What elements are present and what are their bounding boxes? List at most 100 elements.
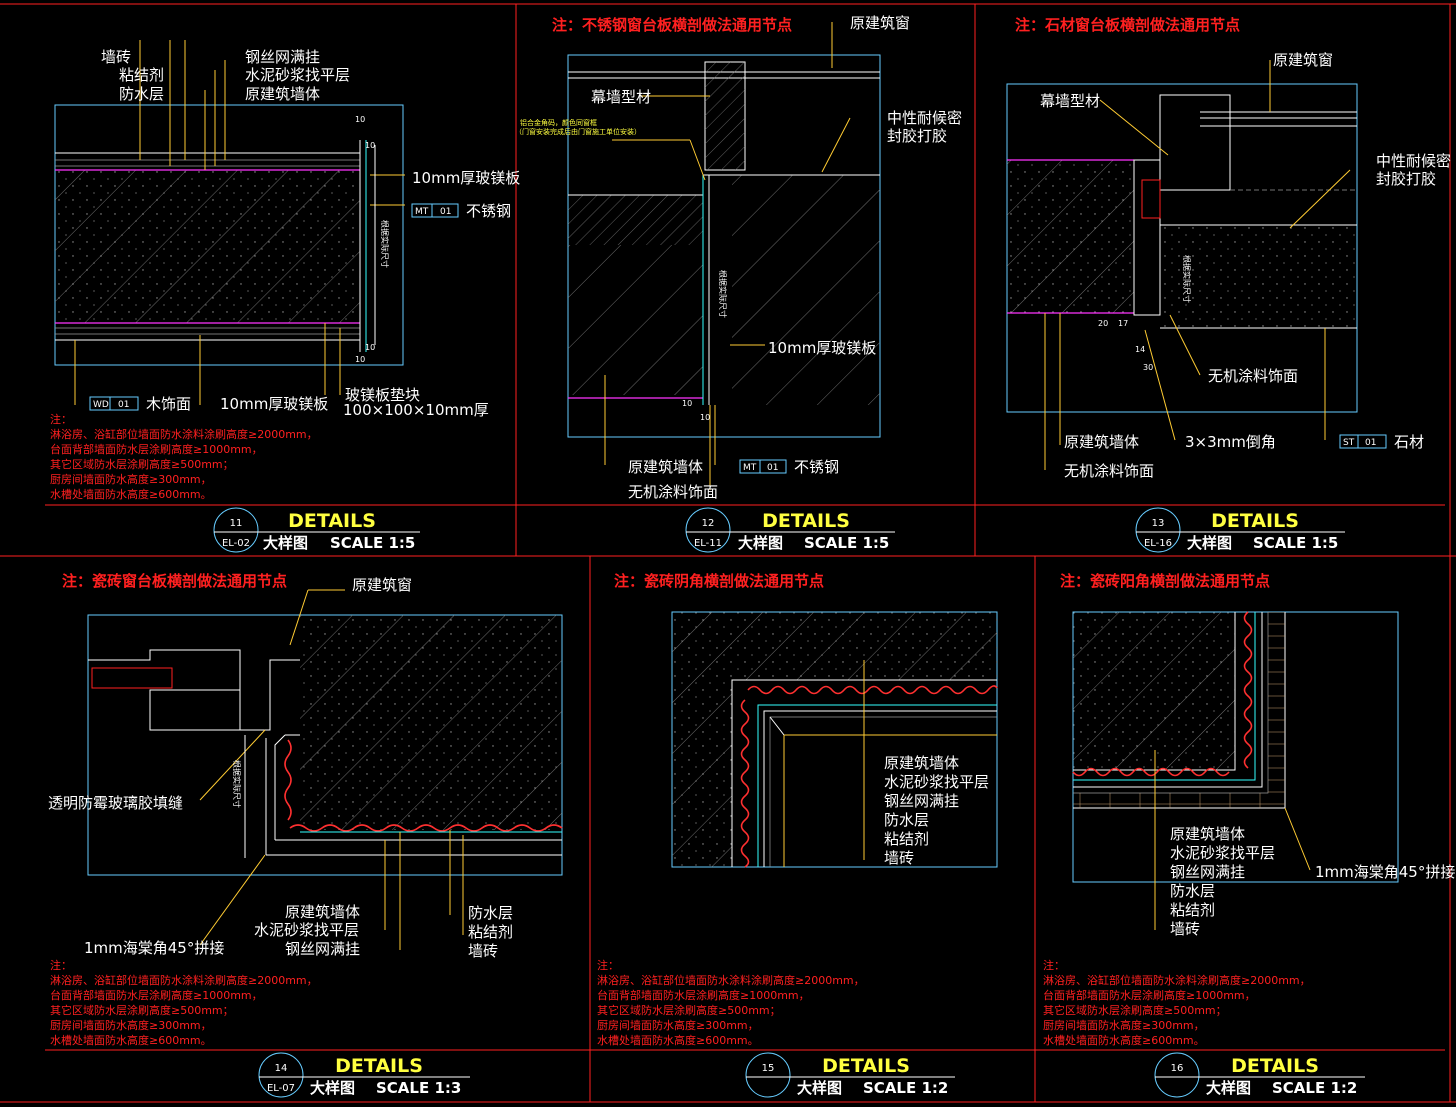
label-1: 原建筑窗 — [1273, 51, 1333, 69]
label-9: 石材 — [1394, 433, 1424, 451]
label-1: 原建筑窗 — [352, 576, 412, 594]
panel-title: 注：瓷砖窗台板横剖做法通用节点 — [62, 572, 287, 590]
dim-2: 10 — [700, 413, 710, 422]
note-line-5: 水槽处墙面防水高度≥600mm。 — [50, 1033, 212, 1047]
title-block: 13 EL-16 DETAILS 大样图 SCALE 1:5 — [1135, 507, 1345, 553]
dim-4: 30 — [1143, 363, 1153, 372]
label-2: 水泥砂浆找平层 — [1170, 844, 1275, 862]
label-3: 钢丝网满挂 — [884, 792, 959, 810]
note-line-3: 其它区域防水层涂刷高度≥500mm； — [597, 1003, 781, 1017]
detail-12: 注：不锈钢窗台板横剖做法通用节点 原建筑窗 幕墙型材 铝合金角码，颜色同窗框 （… — [515, 14, 962, 553]
label-6: 钢丝网满挂 — [285, 940, 360, 958]
small-note-1: 铝合金角码，颜色同窗框 — [520, 118, 597, 127]
label-2: 水泥砂浆找平层 — [884, 773, 989, 791]
note-line-3: 其它区域防水层涂刷高度≥500mm； — [50, 1003, 234, 1017]
detail-ref: EL-02 — [222, 538, 250, 549]
label-8: 不锈钢 — [794, 458, 839, 476]
note-line-5: 水槽处墙面防水高度≥600mm。 — [597, 1033, 759, 1047]
panel-title: 注：不锈钢窗台板横剖做法通用节点 — [552, 16, 792, 34]
label-1: 原建筑窗 — [850, 14, 910, 32]
label-3: 中性耐候密 — [887, 109, 962, 127]
detail-11: 墙砖 粘结剂 防水层 钢丝网满挂 水泥砂浆找平层 原建筑墙体 10mm厚玻镁板 … — [50, 40, 520, 553]
details-heading: DETAILS — [288, 510, 376, 532]
label-4: 封胶打胶 — [1376, 170, 1436, 188]
tag-number: 01 — [767, 463, 778, 473]
scale: SCALE 1:5 — [1253, 534, 1338, 552]
label-8: 不锈钢 — [466, 202, 511, 220]
subtitle: 大样图 — [1187, 534, 1232, 552]
label-9: 墙砖 — [468, 942, 498, 960]
note-line-1: 淋浴房、浴缸部位墙面防水涂料涂刷高度≥2000mm， — [597, 973, 865, 987]
panel-title: 注：瓷砖阳角横剖做法通用节点 — [1060, 572, 1270, 590]
scale: SCALE 1:2 — [863, 1079, 948, 1097]
label-3: 中性耐候密 — [1376, 152, 1451, 170]
label-4: 防水层 — [884, 811, 929, 829]
details-heading: DETAILS — [822, 1055, 910, 1077]
detail-13: 注：石材窗台板横剖做法通用节点 原建筑窗 幕墙型材 中性耐候密 封胶打胶 无机涂… — [1006, 16, 1451, 553]
detail-number: 11 — [230, 518, 243, 529]
title-block: 15 DETAILS 大样图 SCALE 1:2 — [745, 1052, 955, 1098]
label-4: 封胶打胶 — [887, 127, 947, 145]
dim-1: 10 — [682, 399, 692, 408]
scale: SCALE 1:5 — [804, 534, 889, 552]
note-line-4: 厨房间墙面防水高度≥300mm， — [50, 472, 212, 486]
label-5: 无机涂料饰面 — [1208, 367, 1298, 385]
label-12: 100×100×10mm厚 — [343, 401, 489, 419]
label-7: 10mm厚玻镁板 — [412, 169, 520, 187]
scale: SCALE 1:3 — [376, 1079, 461, 1097]
detail-16: 注：瓷砖阳角横剖做法通用节点 原建筑墙体 水泥砂浆找平层 钢丝网满挂 防水层 粘… — [1043, 572, 1455, 1098]
note-line-3: 其它区域防水层涂刷高度≥500mm； — [50, 457, 234, 471]
details-heading: DETAILS — [762, 510, 850, 532]
label-8: 粘结剂 — [468, 923, 513, 941]
note-line-3: 其它区域防水层涂刷高度≥500mm； — [1043, 1003, 1227, 1017]
dim-2: 17 — [1118, 319, 1128, 328]
tag-number: 01 — [440, 207, 451, 217]
note-line-2: 台面背部墙面防水层涂刷高度≥1000mm， — [597, 988, 810, 1002]
label-11: 玻镁板垫块 — [345, 386, 420, 404]
note-line-2: 台面背部墙面防水层涂刷高度≥1000mm， — [50, 442, 263, 456]
tag-code: ST — [1343, 438, 1355, 448]
note-line-4: 厨房间墙面防水高度≥300mm， — [50, 1018, 212, 1032]
small-note-2: （门窗安装完成后由门窗施工单位安装） — [515, 127, 641, 136]
note-line-1: 淋浴房、浴缸部位墙面防水涂料涂刷高度≥2000mm， — [50, 973, 318, 987]
detail-number: 14 — [275, 1063, 288, 1074]
tag-code: WD — [93, 400, 109, 410]
label-5: 粘结剂 — [1170, 901, 1215, 919]
label-4: 钢丝网满挂 — [245, 48, 320, 66]
label-3: 防水层 — [119, 85, 164, 103]
label-4: 原建筑墙体 — [285, 903, 360, 921]
subtitle: 大样图 — [310, 1079, 355, 1097]
tag-code: MT — [415, 207, 429, 217]
note-line-2: 台面背部墙面防水层涂刷高度≥1000mm， — [1043, 988, 1256, 1002]
subtitle: 大样图 — [1206, 1079, 1251, 1097]
subtitle: 大样图 — [738, 534, 783, 552]
label-6: 原建筑墙体 — [1064, 433, 1139, 451]
label-6: 原建筑墙体 — [245, 85, 320, 103]
note-prefix: 注： — [50, 958, 72, 972]
label-2: 幕墙型材 — [1040, 92, 1100, 110]
note-prefix: 注： — [50, 412, 72, 426]
scale: SCALE 1:2 — [1272, 1079, 1357, 1097]
dim-3: 根据实际尺寸 — [718, 270, 728, 318]
label-5: 水泥砂浆找平层 — [245, 66, 350, 84]
label-8: 无机涂料饰面 — [1064, 462, 1154, 480]
details-heading: DETAILS — [1211, 510, 1299, 532]
detail-number: 16 — [1171, 1063, 1184, 1074]
label-3: 钢丝网满挂 — [1170, 863, 1245, 881]
dim-1: 20 — [1098, 319, 1108, 328]
note-line-2: 台面背部墙面防水层涂刷高度≥1000mm， — [50, 988, 263, 1002]
note-line-5: 水槽处墙面防水高度≥600mm。 — [50, 487, 212, 501]
detail-number: 15 — [762, 1063, 775, 1074]
note-line-4: 厨房间墙面防水高度≥300mm， — [597, 1018, 759, 1032]
detail-ref: EL-16 — [1144, 538, 1172, 549]
sheet-frame — [0, 3, 1456, 1103]
dim-3: 10 — [365, 343, 375, 352]
label-7: 3×3mm倒角 — [1185, 433, 1276, 451]
note-line-4: 厨房间墙面防水高度≥300mm， — [1043, 1018, 1205, 1032]
detail-ref: EL-11 — [694, 538, 722, 549]
subtitle: 大样图 — [263, 534, 308, 552]
label-5: 水泥砂浆找平层 — [254, 921, 359, 939]
label-7: 无机涂料饰面 — [628, 483, 718, 501]
note-prefix: 注： — [597, 958, 619, 972]
